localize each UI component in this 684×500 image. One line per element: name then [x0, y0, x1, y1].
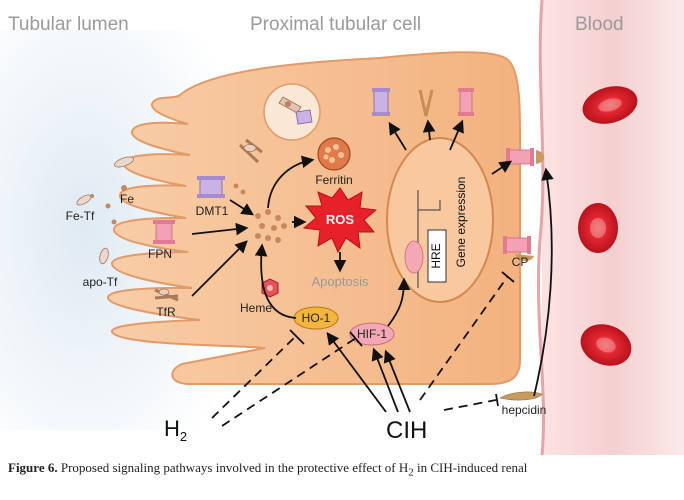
gene-product-dmt1-icon [372, 88, 390, 116]
red-blood-cell [582, 86, 638, 124]
dmt1-transporter-icon [197, 176, 246, 198]
fpn-transporter-icon [153, 220, 175, 244]
fe-tf-molecule-icon [114, 156, 134, 168]
blood-title: Blood [575, 14, 624, 35]
heme-icon [261, 278, 279, 298]
endosome-vesicle [263, 83, 321, 141]
caption-text: Proposed signaling pathways involved in … [60, 460, 409, 475]
caption-subscript: 2 [408, 466, 414, 479]
basolateral-fpn-icon [506, 148, 545, 166]
ros-label: ROS [326, 212, 355, 227]
tfr-receptor-icon [154, 288, 179, 302]
endosome-transporter-icon [278, 96, 313, 125]
hif1-factor [349, 322, 395, 346]
hif1-on-dna [404, 240, 424, 274]
hre-label: HRE [429, 243, 443, 268]
gene-product-tfr-icon [418, 89, 434, 117]
lumen-title: Tubular lumen [8, 14, 129, 35]
hepcidin-label: hepcidin [502, 403, 547, 417]
h2-label: H2 [164, 416, 187, 444]
caption-text-end: in CIH-induced renal [413, 460, 528, 475]
gene-expression-label: Gene expression [454, 177, 468, 268]
gene-product-fpn-icon [458, 88, 474, 116]
red-blood-cell [578, 203, 618, 253]
figure-number: Figure 6. [8, 460, 58, 475]
fe-ion-icon [121, 185, 127, 191]
ferritin-label: Ferritin [315, 173, 352, 187]
fe-tf-label: Fe-Tf [66, 209, 95, 223]
pathway-arrows [191, 119, 554, 413]
ros-burst [302, 187, 378, 254]
hepcidin-icon [499, 391, 543, 401]
tfr-upper-icon [238, 138, 263, 164]
cp-transporter-icon [503, 236, 534, 261]
inhibition-lines [211, 271, 515, 427]
tfr-label: TfR [156, 305, 176, 319]
apoptosis-label: Apoptosis [311, 274, 369, 289]
fe-ion-icon [105, 203, 111, 209]
apo-tf-molecule-icon [99, 247, 109, 265]
fe-label: Fe [120, 192, 134, 206]
cp-label: CP [512, 255, 529, 269]
ho1-label: HO-1 [302, 311, 331, 325]
cell-title: Proximal tubular cell [250, 14, 421, 35]
fpn-label: FPN [148, 247, 172, 261]
fe-ion-icon [111, 219, 117, 225]
vessel-wall [536, 0, 546, 456]
hre-box [427, 229, 447, 283]
figure-caption: Figure 6. Proposed signaling pathways in… [8, 460, 676, 484]
labile-iron-pool [255, 209, 287, 243]
dmt1-label: DMT1 [196, 204, 229, 218]
fe-tf-molecule-icon [76, 194, 94, 206]
cih-label: CIH [386, 417, 427, 444]
red-blood-cell [580, 324, 632, 366]
hif1-label: HIF-1 [357, 327, 387, 341]
ferritin-icon [317, 137, 351, 171]
heme-label: Heme [240, 301, 272, 315]
apo-tf-label: apo-Tf [83, 275, 118, 289]
